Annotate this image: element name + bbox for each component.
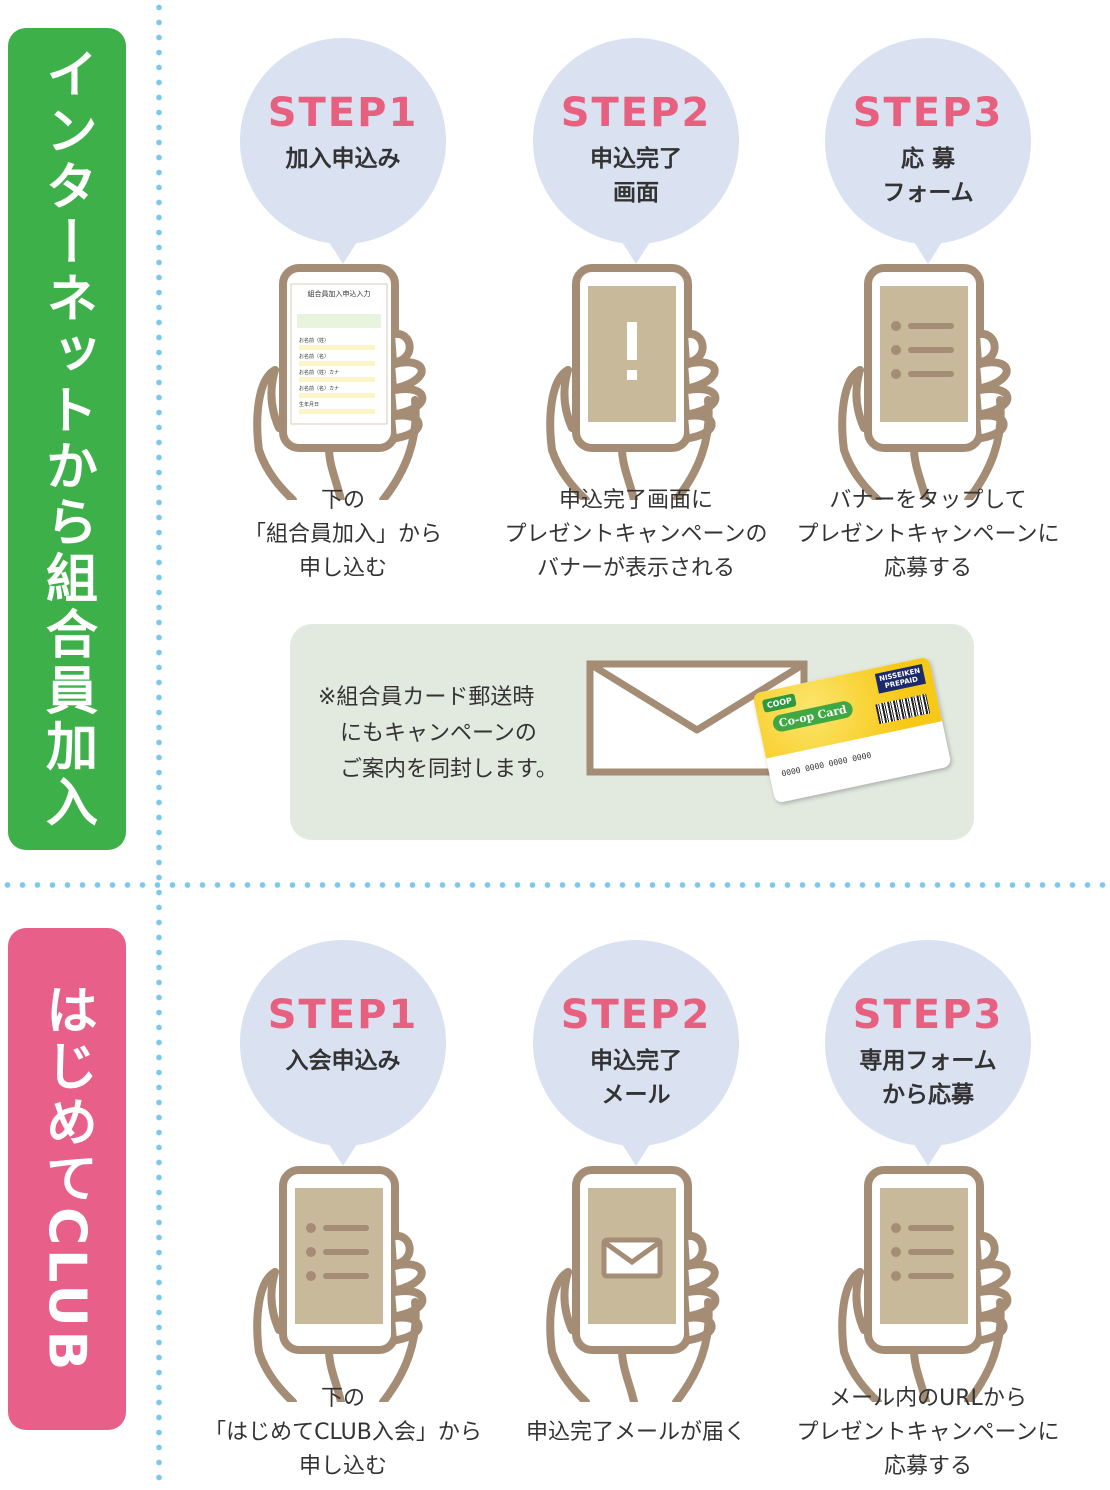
mail-icon xyxy=(601,1237,663,1279)
vertical-divider xyxy=(156,0,162,1484)
notice-text: ※組合員カード郵送時 にもキャンペーンの ご案内を同封します。 xyxy=(318,685,558,782)
card-notice-box: ※組合員カード郵送時 にもキャンペーンの ご案内を同封します。 COOP Co-… xyxy=(290,624,974,840)
step-label: STEP3 xyxy=(852,992,1004,1038)
form-preview-title: 組合員加入申込入力 xyxy=(308,289,371,298)
step-bubble: STEP3 応 募 フォーム xyxy=(825,38,1031,264)
internet-step-3: STEP3 応 募 フォーム バナーをタップして プレゼントキャンペーンに 応募… xyxy=(778,28,1078,588)
internet-step-1: STEP1 加入申込み 組合員加入申込入力 お名前（姓） お名前（名） お名前（… xyxy=(193,28,493,588)
hajimete-step-1: STEP1 入会申込み 下の 「はじめてCLUB入会」から 申し込む xyxy=(193,930,493,1490)
phone-in-hand-icon xyxy=(830,260,1026,500)
step-bubble: STEP1 加入申込み xyxy=(240,38,446,264)
form-preview-row: お名前（姓）カナ xyxy=(299,369,339,376)
step-label: STEP3 xyxy=(852,90,1004,136)
section-label-internet: インターネットから組合員加入 xyxy=(36,47,97,831)
step-description: 下の 「はじめてCLUB入会」から 申し込む xyxy=(204,1386,482,1479)
step-title: 申込完了 画面 xyxy=(590,146,682,206)
horizontal-divider xyxy=(0,882,1110,888)
step-title: 加入申込み xyxy=(285,146,401,172)
step-label: STEP1 xyxy=(267,992,419,1038)
form-preview-row: お名前（名） xyxy=(299,353,329,360)
phone-in-hand-icon xyxy=(538,260,734,500)
phone-in-hand-icon xyxy=(830,1162,1026,1402)
section-tab-hajimete: はじめてCLUB xyxy=(8,928,126,1430)
step-description: 下の 「組合員加入」から 申し込む xyxy=(243,488,442,581)
step-bubble: STEP2 申込完了 画面 xyxy=(533,38,739,264)
step-bubble: STEP2 申込完了 メール xyxy=(533,940,739,1166)
step-bubble: STEP1 入会申込み xyxy=(240,940,446,1166)
step-title: 応 募 フォーム xyxy=(882,146,974,206)
section-label-hajimete: はじめてCLUB xyxy=(36,983,97,1375)
list-icon xyxy=(306,1223,369,1281)
form-preview-row: 生年月日 xyxy=(299,401,319,408)
step-description: バナーをタップして プレゼントキャンペーンに 応募する xyxy=(796,488,1060,581)
step-label: STEP2 xyxy=(560,992,712,1038)
hajimete-step-2: STEP2 申込完了 メール 申込完了メールが届く xyxy=(486,930,786,1490)
hajimete-step-3: STEP3 専用フォーム から応募 メール内のURLから プレゼントキャンペーン… xyxy=(778,930,1078,1490)
step-title: 申込完了 メール xyxy=(590,1048,682,1108)
form-preview-row: お名前（名）カナ xyxy=(299,385,339,392)
form-preview-row: お名前（姓） xyxy=(299,337,329,344)
phone-in-hand-icon: 組合員加入申込入力 お名前（姓） お名前（名） お名前（姓）カナ お名前（名）カ… xyxy=(245,260,441,500)
step-description: 申込完了メールが届く xyxy=(525,1420,746,1445)
step-title: 入会申込み xyxy=(285,1048,401,1074)
phone-in-hand-icon xyxy=(245,1162,441,1402)
step-label: STEP2 xyxy=(560,90,712,136)
list-icon xyxy=(891,321,954,379)
step-description: メール内のURLから プレゼントキャンペーンに 応募する xyxy=(796,1386,1060,1479)
step-title: 専用フォーム から応募 xyxy=(859,1048,997,1108)
card-number: 0000 0000 0000 0000 xyxy=(780,750,873,779)
list-icon xyxy=(891,1223,954,1281)
step-description: 申込完了画面に プレゼントキャンペーンの バナーが表示される xyxy=(504,488,768,581)
section-tab-internet: インターネットから組合員加入 xyxy=(8,28,126,850)
step-label: STEP1 xyxy=(267,90,419,136)
internet-step-2: STEP2 申込完了 画面 申込完了画面に プレゼントキャンペーンの バナーが表… xyxy=(486,28,786,588)
exclamation-icon xyxy=(627,322,637,360)
step-bubble: STEP3 専用フォーム から応募 xyxy=(825,940,1031,1166)
phone-in-hand-icon xyxy=(538,1162,734,1402)
